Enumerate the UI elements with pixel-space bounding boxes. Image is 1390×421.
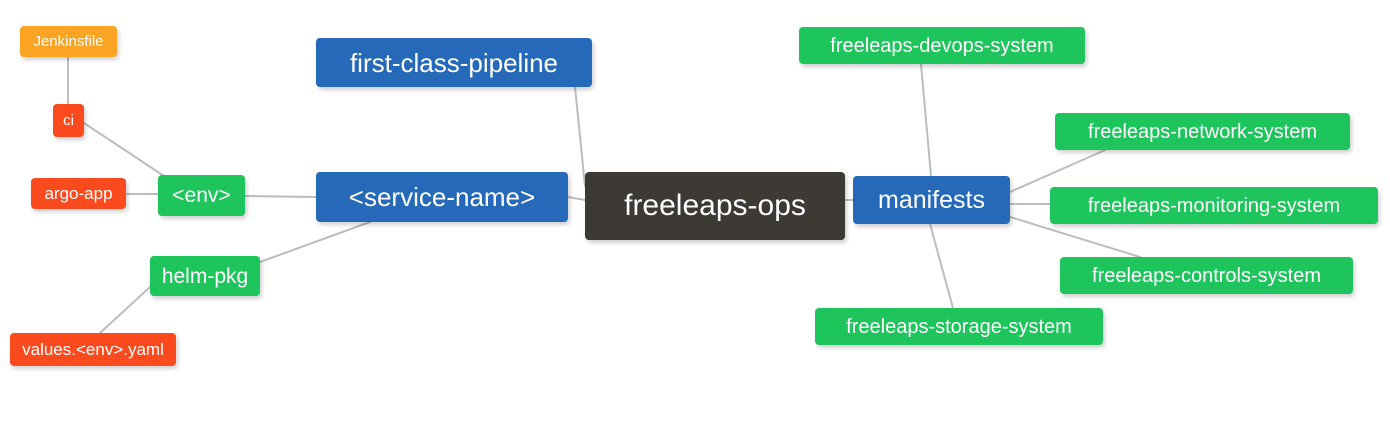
node-helm-label: helm-pkg	[161, 264, 249, 288]
node-argo[interactable]: argo-app	[31, 178, 126, 209]
node-ci-label: ci	[63, 112, 74, 129]
node-env[interactable]: <env>	[158, 175, 245, 216]
node-controls-label: freeleaps-controls-system	[1092, 264, 1321, 287]
node-helm[interactable]: helm-pkg	[150, 256, 260, 296]
node-service-label: <service-name>	[348, 182, 536, 212]
edge-manifests-to-devops	[920, 63, 932, 177]
node-root[interactable]: freeleaps-ops	[585, 172, 845, 240]
node-values[interactable]: values.<env>.yaml	[10, 333, 176, 366]
node-ci[interactable]: ci	[53, 104, 84, 137]
node-storage-label: freeleaps-storage-system	[846, 315, 1072, 338]
node-controls[interactable]: freeleaps-controls-system	[1060, 257, 1353, 294]
edge-service-to-env	[244, 195, 317, 198]
edge-root-to-pipeline	[574, 86, 586, 187]
edge-helm-to-values	[99, 286, 151, 334]
node-monitoring-label: freeleaps-monitoring-system	[1087, 194, 1341, 217]
node-values-label: values.<env>.yaml	[22, 340, 164, 359]
node-argo-label: argo-app	[44, 184, 113, 203]
node-pipeline[interactable]: first-class-pipeline	[316, 38, 592, 87]
node-manifests-label: manifests	[878, 185, 985, 214]
edge-manifests-to-network	[1009, 149, 1106, 193]
node-env-label: <env>	[172, 184, 231, 207]
edge-env-to-ci	[83, 122, 171, 181]
node-network[interactable]: freeleaps-network-system	[1055, 113, 1350, 150]
node-jenkinsfile[interactable]: Jenkinsfile	[20, 26, 117, 57]
node-manifests[interactable]: manifests	[853, 176, 1010, 224]
node-devops-label: freeleaps-devops-system	[830, 34, 1054, 57]
node-devops[interactable]: freeleaps-devops-system	[799, 27, 1085, 64]
node-monitoring[interactable]: freeleaps-monitoring-system	[1050, 187, 1378, 224]
node-root-label: freeleaps-ops	[624, 189, 806, 222]
edge-service-to-helm	[259, 221, 371, 263]
node-pipeline-label: first-class-pipeline	[349, 47, 559, 78]
node-jenkinsfile-label: Jenkinsfile	[33, 33, 104, 50]
node-service[interactable]: <service-name>	[316, 172, 568, 222]
node-network-label: freeleaps-network-system	[1088, 120, 1317, 143]
edge-root-to-service	[567, 196, 586, 201]
edge-manifests-to-storage	[929, 223, 954, 309]
node-storage[interactable]: freeleaps-storage-system	[815, 308, 1103, 345]
